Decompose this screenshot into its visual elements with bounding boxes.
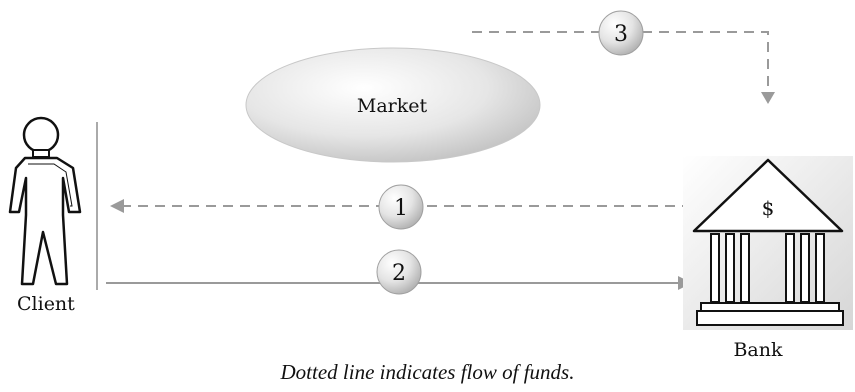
client-person-icon bbox=[8, 116, 98, 290]
diagram-caption: Dotted line indicates flow of funds. bbox=[280, 360, 575, 384]
market-node: Market bbox=[245, 47, 541, 163]
svg-text:3: 3 bbox=[614, 22, 628, 47]
market-label: Market bbox=[357, 95, 428, 117]
svg-text:1: 1 bbox=[394, 196, 408, 221]
svg-text:2: 2 bbox=[392, 261, 406, 286]
client-label: Client bbox=[17, 293, 75, 315]
step-bubble-1: 1 bbox=[378, 184, 424, 230]
flow-arrow-3 bbox=[472, 31, 775, 104]
bank-icon: $ bbox=[683, 156, 853, 330]
step-bubble-3: 3 bbox=[598, 10, 644, 56]
step-bubble-2: 2 bbox=[376, 249, 422, 295]
flow-arrow-1 bbox=[110, 199, 692, 213]
bank-label: Bank bbox=[733, 339, 783, 361]
bank-dollar-symbol: $ bbox=[762, 196, 775, 220]
